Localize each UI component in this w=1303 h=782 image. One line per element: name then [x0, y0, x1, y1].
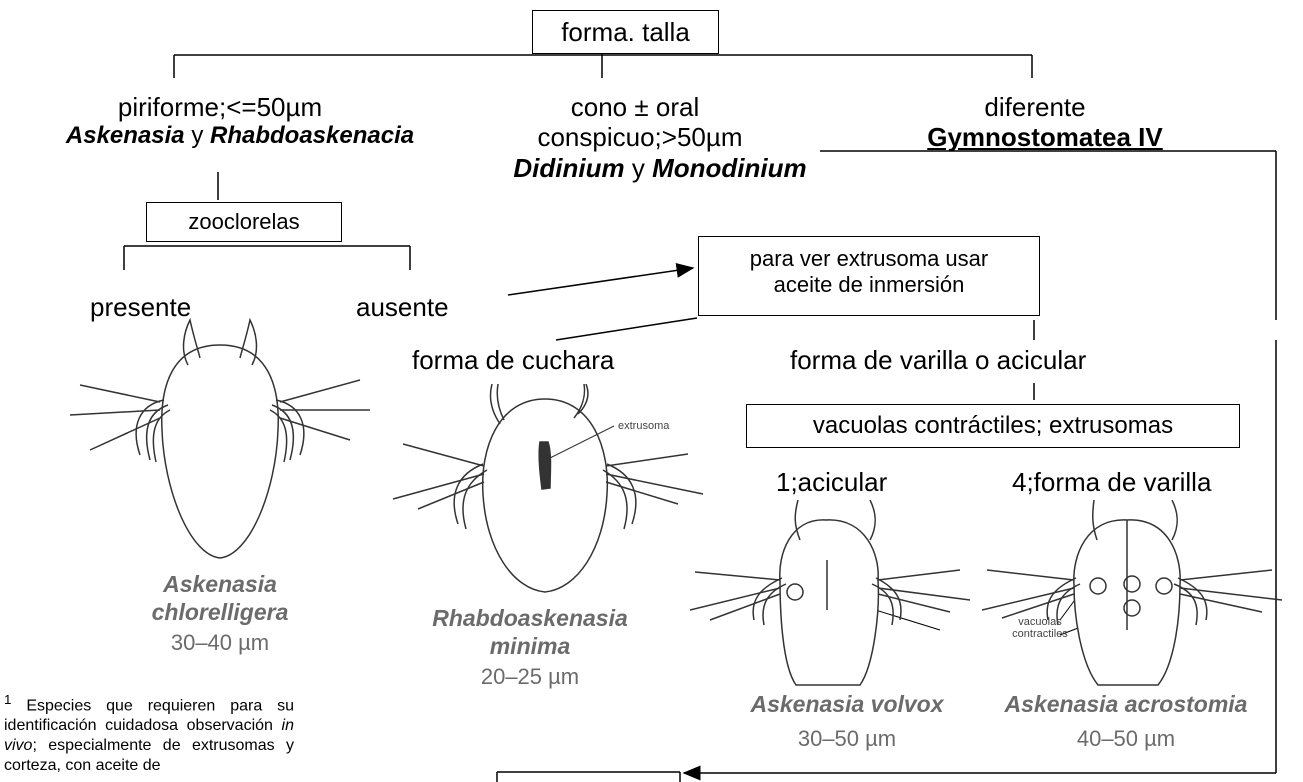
- species-askenasia-chlorelligera: Askenasia chlorelligera 30–40 µm: [110, 570, 330, 656]
- option-acicular: 1;acicular: [776, 467, 887, 497]
- vacuolas-box: vacuolas contráctiles; extrusomas: [746, 404, 1240, 448]
- vacuolas-label-line2: contractiles: [1000, 628, 1080, 640]
- oil-box-line2: aceite de inmersión: [699, 272, 1039, 298]
- branch-left-line1: piriforme;<=50µm: [90, 92, 350, 122]
- askenasia-acrostomia-drawing: [982, 500, 1282, 690]
- branch-middle-line1: cono ± oral: [540, 92, 730, 122]
- askenasia-chlorelligera-drawing: [60, 310, 380, 570]
- genus-monodinium: Monodinium: [652, 153, 807, 183]
- root-box-label: forma. talla: [561, 17, 690, 47]
- genus-didinium: Didinium: [513, 153, 624, 183]
- species-askenasia-acrostomia: Askenasia acrostomia 40–50 µm: [976, 690, 1276, 752]
- vacuolas-label: vacuolas contractiles: [1000, 616, 1080, 640]
- extrusoma-label: extrusoma: [618, 420, 669, 432]
- species-size: 20–25 µm: [400, 664, 660, 690]
- option-varilla: 4;forma de varilla: [1012, 467, 1211, 497]
- vacuolas-label-line1: vacuolas: [1000, 616, 1080, 628]
- species-size: 30–50 µm: [722, 726, 972, 752]
- species-askenasia-volvox: Askenasia volvox 30–50 µm: [722, 690, 972, 752]
- group-gymnostomatea: Gymnostomatea IV: [900, 122, 1190, 152]
- species-name-line1: Askenasia acrostomia: [976, 690, 1276, 718]
- species-name-line2: chlorelligera: [110, 598, 330, 626]
- footnote-text2: ; especialmente de extrusomas y corteza,…: [4, 737, 294, 774]
- species-name-line1: Askenasia: [110, 570, 330, 598]
- branch-right-line1: diferente: [955, 92, 1115, 122]
- species-size: 30–40 µm: [110, 630, 330, 656]
- conj-y-middle: y: [632, 153, 645, 183]
- species-name-line1: Rhabdoaskenasia: [400, 604, 660, 632]
- branch-left: piriforme;<=50µm: [90, 92, 350, 122]
- genus-rhabdoaskenacia: Rhabdoaskenacia: [210, 122, 414, 149]
- branch-middle-genera: Didinium y Monodinium: [480, 153, 840, 183]
- rhabdoaskenasia-minima-drawing: [388, 384, 718, 604]
- root-box: forma. talla: [532, 10, 719, 54]
- vacuolas-box-label: vacuolas contráctiles; extrusomas: [813, 412, 1173, 439]
- branch-left-genera: Askenasia y Rhabdoaskenacia: [60, 122, 420, 150]
- branch-middle-line2: conspicuo;>50µm: [520, 122, 760, 152]
- askenasia-volvox-drawing: [690, 500, 970, 690]
- footnote-text1: Especies que requieren para su identific…: [4, 697, 294, 734]
- oil-box: para ver extrusoma usar aceite de inmers…: [698, 236, 1040, 316]
- species-name-line2: minima: [400, 632, 660, 660]
- zooclorelas-label: zooclorelas: [188, 209, 299, 234]
- zooclorelas-box: zooclorelas: [146, 202, 342, 242]
- conj-y: y: [191, 122, 203, 149]
- oil-box-line1: para ver extrusoma usar: [699, 246, 1039, 272]
- genus-askenasia: Askenasia: [66, 122, 185, 149]
- species-name-line1: Askenasia volvox: [722, 690, 972, 718]
- footnote-mark: 1: [4, 692, 11, 707]
- species-rhabdoaskenasia-minima: Rhabdoaskenasia minima 20–25 µm: [400, 604, 660, 690]
- species-size: 40–50 µm: [976, 726, 1276, 752]
- footnote: 1 Especies que requieren para su identif…: [4, 690, 294, 776]
- spoon-label: forma de cuchara: [412, 345, 614, 375]
- rod-label: forma de varilla o acicular: [790, 345, 1086, 375]
